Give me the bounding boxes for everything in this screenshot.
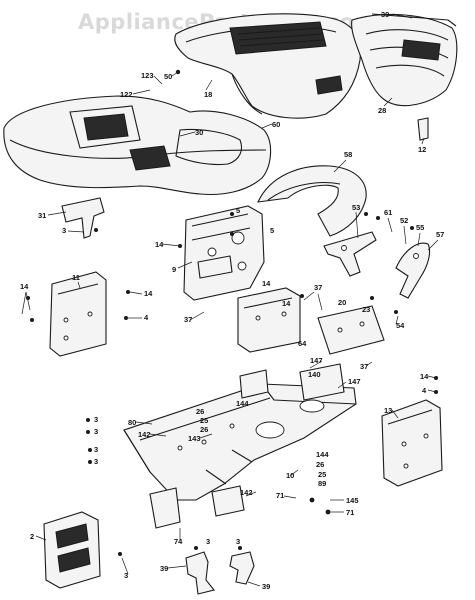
callout-142b: 142 [240,488,253,497]
callout-122: 122 [120,90,133,99]
callout-37b: 37 [184,315,192,324]
callout-39-top: 39 [381,10,389,19]
callout-37c: 37 [360,362,368,371]
bracket-31 [61,197,105,239]
callout-3d: 3 [94,445,98,454]
callout-143: 143 [188,434,201,443]
callout-3e: 3 [94,457,98,466]
callout-50: 50 [164,72,172,81]
callout-5b: 5 [270,226,274,235]
callout-3f: 3 [124,571,128,580]
callout-64: 64 [298,339,307,348]
callout-145: 145 [346,496,359,505]
callout-14b: 14 [20,282,29,291]
callout-14e: 14 [282,299,291,308]
callout-52: 52 [400,216,408,225]
callout-55: 55 [416,223,424,232]
callout-31: 31 [38,211,46,220]
callout-3h: 3 [236,537,240,546]
callout-37a: 37 [314,283,322,292]
callout-2: 2 [30,532,34,541]
callout-123: 123 [141,71,154,80]
main-frame-part [123,363,357,501]
callout-3g: 3 [206,537,210,546]
hood-part [174,13,361,119]
callout-30: 30 [195,128,203,137]
callout-39b: 39 [262,582,270,591]
callout-53: 53 [352,203,360,212]
belt-guard-part [257,165,367,237]
callout-144b: 144 [316,450,329,459]
callout-3c: 3 [94,427,98,436]
callout-71a: 71 [276,491,284,500]
grille-part [351,13,458,107]
callout-39a: 39 [160,564,168,573]
front-bracket-right [229,551,255,585]
seat-mount-part [237,287,301,353]
callout-labels: 39 123 122 50 18 28 30 60 12 31 3 58 5 5… [20,10,444,591]
callout-140: 140 [308,370,321,379]
callout-71b: 71 [346,508,354,517]
right-side-plate-part [381,399,443,487]
callout-80: 80 [128,418,136,427]
callout-14a: 14 [155,240,164,249]
callout-3a: 3 [62,226,66,235]
brake-bracket-part [323,231,377,277]
callout-20: 20 [338,298,346,307]
callout-4a: 4 [144,313,149,322]
callout-14f: 14 [420,372,429,381]
hood-grille [229,21,327,55]
callout-25b: 25 [318,470,326,479]
callout-58: 58 [344,150,352,159]
callout-89: 89 [318,479,326,488]
front-plate-part [43,511,101,589]
callout-74: 74 [174,537,183,546]
front-bracket-left [185,551,215,595]
dash-panel-part [183,205,265,301]
callout-26a: 26 [196,407,204,416]
callout-25a: 25 [200,416,208,425]
callout-147a: 147 [310,356,323,365]
callout-57: 57 [436,230,444,239]
left-side-plate-part [49,271,107,357]
axle-bracket-left [149,487,181,529]
callout-26b: 26 [200,425,208,434]
callout-144a: 144 [236,399,249,408]
callout-147b: 147 [348,377,361,386]
hardware-bolts [26,69,438,556]
callout-5a: 5 [236,206,240,215]
callout-13: 13 [384,406,392,415]
fender-part [3,95,272,195]
bracket-12 [417,117,429,141]
pedal-bracket-part [395,242,431,299]
callout-4b: 4 [422,386,427,395]
callout-3b: 3 [94,415,98,424]
callout-23: 23 [362,305,370,314]
callout-61: 61 [384,208,392,217]
callout-28: 28 [378,106,386,115]
callout-11: 11 [72,273,80,282]
callout-12: 12 [418,145,426,154]
callout-14d: 14 [262,279,271,288]
callout-142a: 142 [138,430,151,439]
callout-26c: 26 [316,460,324,469]
callout-14c: 14 [144,289,153,298]
callout-54: 54 [396,321,405,330]
callout-60: 60 [272,120,280,129]
callout-9: 9 [172,265,176,274]
leader-lines [21,13,439,587]
axle-bracket-right [211,485,245,517]
center-plate-part [317,305,385,355]
callout-18: 18 [204,90,212,99]
